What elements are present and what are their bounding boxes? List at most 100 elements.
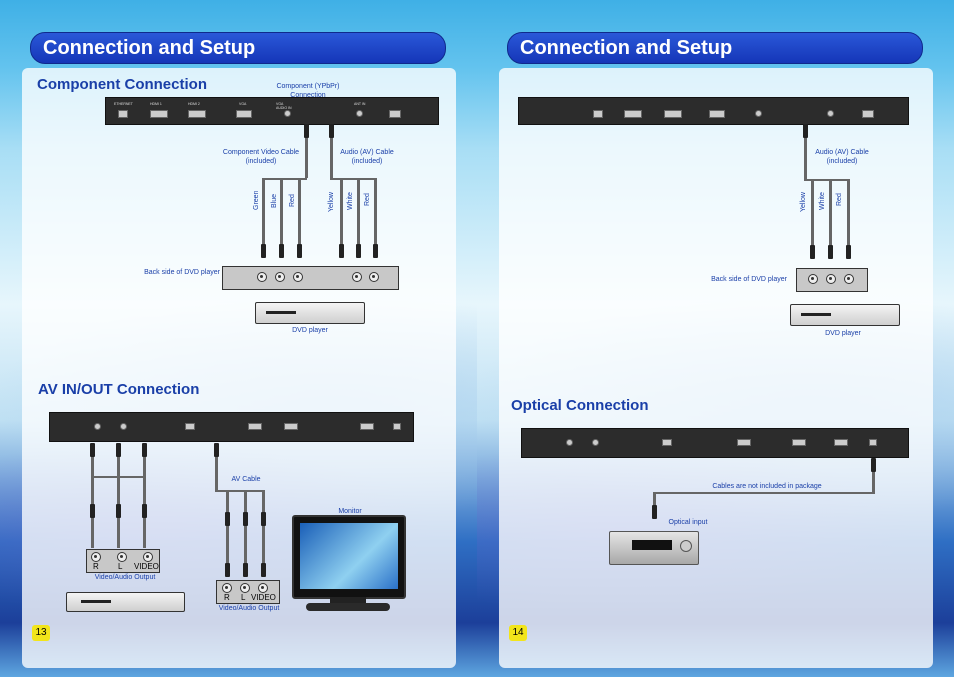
av-output-label: Video/Audio Output (94, 574, 156, 581)
jack (352, 272, 362, 282)
tv-rear-panel (518, 97, 909, 125)
port (360, 423, 374, 430)
page-title: Connection and Setup (43, 37, 256, 59)
plug (225, 512, 230, 526)
audio-in-port (284, 110, 291, 117)
optical-port (869, 439, 877, 446)
port (792, 439, 806, 446)
color-white: White (819, 192, 826, 210)
optical-input-label: Optical input (668, 519, 708, 526)
content-card (499, 68, 933, 668)
dvd-back-label: Back side of DVD player (144, 269, 220, 276)
title-banner: Connection and Setup (30, 32, 446, 64)
dvd-label: DVD player (292, 327, 328, 334)
av-plug-l (116, 443, 121, 457)
dvd-player (790, 304, 900, 326)
jack-r-label: R (93, 562, 99, 571)
monitor-screen (300, 523, 398, 589)
cable (215, 490, 265, 492)
jack (240, 583, 250, 593)
cable (91, 457, 94, 477)
jack (808, 274, 818, 284)
plug (261, 512, 266, 526)
port-label-vga: VGA (239, 102, 247, 106)
port-label-hdmi1: HDMI 1 (150, 102, 162, 106)
cable (215, 457, 218, 491)
jack-l-label-2: L (241, 593, 246, 602)
port (755, 110, 762, 117)
cable (340, 178, 343, 258)
jack (293, 272, 303, 282)
monitor (292, 515, 406, 599)
dvd-back-label: Back side of DVD player (711, 276, 787, 283)
plug (90, 504, 95, 518)
jack (222, 583, 232, 593)
plug (261, 563, 266, 577)
white-plug (356, 244, 361, 258)
plug (243, 563, 248, 577)
page-13: Connection and Setup Component Connectio… (0, 0, 477, 677)
dvd-back-panel (222, 266, 399, 290)
optical-heading: Optical Connection (511, 397, 649, 414)
jack (275, 272, 285, 282)
monitor-label: Monitor (338, 508, 362, 515)
red-audio-plug (373, 244, 378, 258)
cable (305, 138, 308, 178)
cable (280, 178, 283, 258)
port (284, 423, 298, 430)
port (709, 110, 725, 118)
jack-video-label: VIDEO (134, 562, 159, 571)
cable (804, 179, 850, 181)
dvd-player (255, 302, 365, 324)
tv-rear-panel-optical (521, 428, 909, 458)
color-white: White (347, 192, 354, 210)
optical-plug-2 (652, 505, 657, 519)
cable (117, 476, 120, 504)
cable (811, 179, 814, 259)
component-cable-label: Component Video Cable (included) (222, 149, 300, 165)
hdmi2-port (188, 110, 206, 118)
optical-note: Cables are not included in package (712, 483, 822, 490)
port (248, 423, 262, 430)
cable (298, 178, 301, 258)
av-receiver (609, 531, 699, 565)
dvd-label: DVD player (825, 330, 861, 337)
plug (225, 563, 230, 577)
volume-knob (680, 540, 692, 552)
optical-plug (871, 458, 876, 472)
port-label-hdmi2: HDMI 2 (188, 102, 200, 106)
cable (244, 490, 247, 570)
plug (810, 245, 815, 259)
ant-port (356, 110, 363, 117)
tv-rear-panel: ETHERNET HDMI 1 HDMI 2 VGA VGA AUDIO IN … (105, 97, 439, 125)
receiver-display (632, 540, 672, 550)
disc-slot (81, 600, 111, 603)
port (566, 439, 573, 446)
port (662, 439, 672, 446)
port-label-vga-audio: VGA AUDIO IN (276, 102, 292, 110)
cable (357, 178, 360, 258)
port (592, 439, 599, 446)
port (393, 423, 401, 430)
cable (330, 178, 376, 180)
av-plug (329, 124, 334, 138)
color-green: Green (253, 190, 260, 210)
dvd-player-av (66, 592, 185, 612)
port-label-ant: ANT IN (354, 102, 366, 106)
red-plug (297, 244, 302, 258)
tv-rear-panel-av (49, 412, 414, 442)
ypbpr-label: Component (YPbPr) Connection (276, 83, 340, 99)
disc-slot (801, 313, 831, 316)
audio-cable-label: Audio (AV) Cable (included) (340, 149, 394, 165)
cable (330, 138, 333, 178)
av-plug (803, 124, 808, 138)
av-heading: AV IN/OUT Connection (38, 381, 200, 398)
plug (846, 245, 851, 259)
plug (142, 504, 147, 518)
jack-l (117, 552, 127, 562)
port (120, 423, 127, 430)
jack (369, 272, 379, 282)
ethernet-port (118, 110, 128, 118)
cable (226, 490, 229, 570)
cable (653, 492, 656, 516)
